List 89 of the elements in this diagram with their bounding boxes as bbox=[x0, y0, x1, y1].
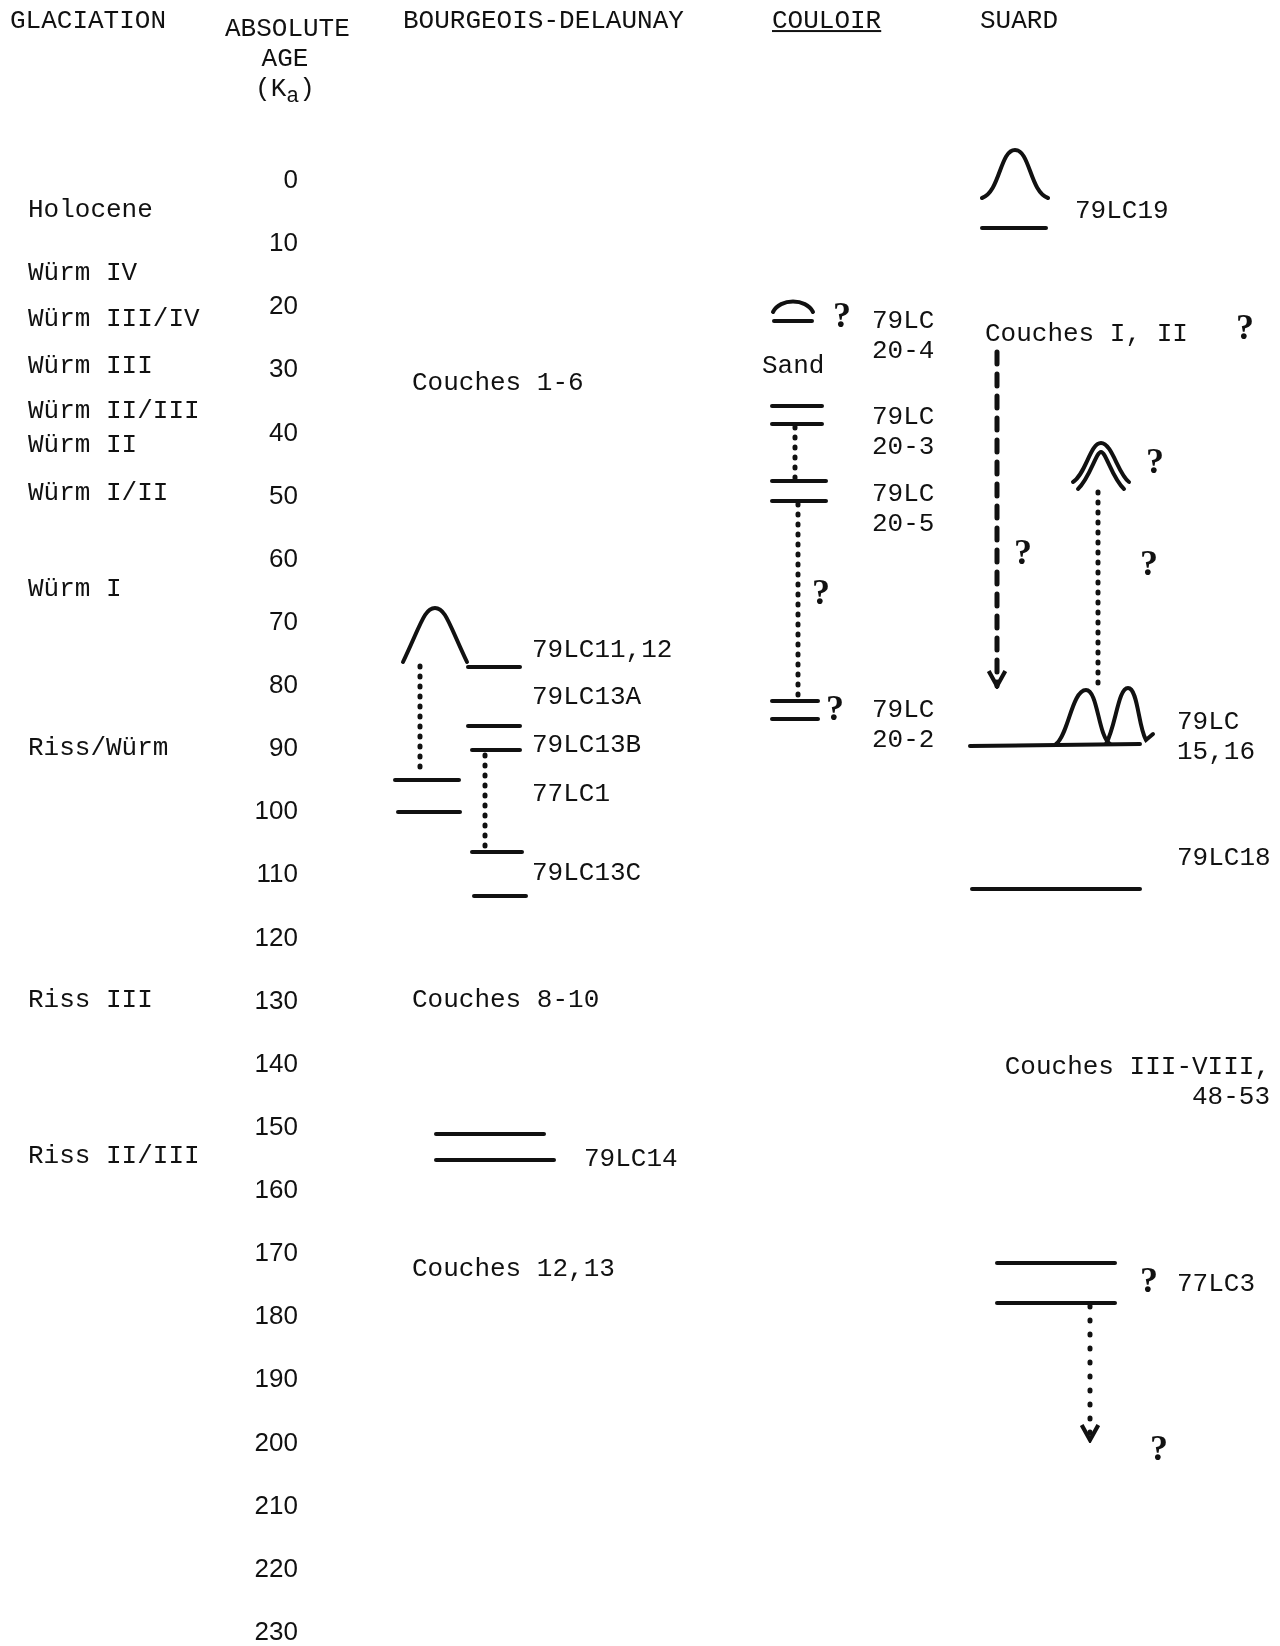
peak-curve bbox=[1070, 440, 1132, 492]
layer-label: Couches 12,13 bbox=[412, 1255, 615, 1285]
layer-label: Couches III-VIII, 48-53 bbox=[1003, 1053, 1270, 1113]
dotted-connector bbox=[792, 424, 798, 481]
age-tick-label: 110 bbox=[256, 859, 298, 890]
bar-mark bbox=[472, 891, 528, 901]
sample-code: 77LC1 bbox=[532, 780, 610, 810]
column-header: GLACIATION bbox=[10, 7, 167, 37]
peak-curve bbox=[978, 146, 1052, 232]
question-mark: ? bbox=[833, 295, 851, 337]
age-tick-label: 230 bbox=[254, 1617, 298, 1646]
peak-curve bbox=[400, 606, 470, 666]
glaciation-stage-label: Würm I/II bbox=[28, 479, 169, 509]
sample-code: 79LC13C bbox=[532, 859, 642, 889]
question-mark: ? bbox=[1140, 1260, 1158, 1302]
column-header: BOURGEOIS-DELAUNAY bbox=[403, 7, 684, 37]
glaciation-stage-label: Würm II bbox=[28, 431, 138, 461]
age-tick-label: 80 bbox=[269, 670, 298, 700]
double-bar-mark bbox=[770, 403, 824, 427]
bar-mark bbox=[466, 662, 522, 672]
dashed-arrow bbox=[1079, 1303, 1101, 1443]
double-bar-mark bbox=[770, 478, 828, 504]
age-tick-label: 220 bbox=[254, 1553, 298, 1584]
age-tick-label: 30 bbox=[269, 354, 298, 385]
question-mark: ? bbox=[1150, 1428, 1168, 1470]
age-tick-label: 200 bbox=[254, 1427, 298, 1458]
dotted-connector bbox=[482, 752, 488, 850]
sample-code: 77LC3 bbox=[1177, 1270, 1255, 1300]
double-bar-mark bbox=[995, 1260, 1117, 1306]
age-tick-label: 180 bbox=[254, 1301, 298, 1332]
glaciation-stage-label: Riss III bbox=[28, 986, 153, 1016]
bar-mark bbox=[970, 884, 1142, 894]
glaciation-stage-label: Würm IV bbox=[28, 259, 138, 289]
dashed-arrow bbox=[986, 349, 1008, 689]
bar-mark bbox=[434, 1129, 546, 1139]
sample-code: 79LC 20-5 bbox=[872, 480, 936, 540]
question-mark: ? bbox=[812, 572, 830, 614]
sample-code: 79LC19 bbox=[1075, 197, 1169, 227]
glaciation-stage-label: Würm III/IV bbox=[28, 305, 200, 335]
double-bar-mark bbox=[770, 698, 820, 722]
sample-code: 79LC13B bbox=[532, 731, 642, 761]
sample-code: 79LC 15,16 bbox=[1177, 708, 1256, 768]
bar-mark bbox=[434, 1155, 556, 1165]
age-tick-label: 10 bbox=[269, 228, 298, 259]
age-tick-label: 130 bbox=[254, 985, 298, 1016]
age-tick-label: 0 bbox=[283, 165, 298, 195]
sample-code: 79LC18 bbox=[1177, 844, 1271, 874]
age-tick-label: 70 bbox=[269, 606, 298, 637]
age-tick-label: 140 bbox=[254, 1048, 298, 1079]
age-tick-label: 50 bbox=[269, 480, 298, 511]
column-header: SUARD bbox=[980, 7, 1058, 37]
age-tick-label: 210 bbox=[254, 1490, 298, 1521]
sample-code: 79LC 20-4 bbox=[872, 307, 936, 367]
glaciation-stage-label: Riss II/III bbox=[28, 1142, 200, 1172]
sample-code: 79LC 20-3 bbox=[872, 403, 936, 463]
age-tick-label: 150 bbox=[254, 1112, 298, 1142]
bar-mark bbox=[393, 775, 461, 785]
age-tick-label: 160 bbox=[254, 1175, 298, 1205]
age-tick-label: 120 bbox=[254, 922, 298, 953]
age-tick-label: 190 bbox=[254, 1364, 298, 1395]
sample-code: 79LC13A bbox=[532, 683, 642, 713]
sample-code: 79LC11,12 bbox=[532, 636, 673, 666]
glaciation-stage-label: Riss/Würm bbox=[28, 734, 169, 764]
glaciation-stage-label: Würm I bbox=[28, 575, 122, 605]
glaciation-stage-label: Holocene bbox=[28, 196, 153, 226]
bar-mark bbox=[396, 807, 462, 817]
age-tick-label: 90 bbox=[269, 733, 298, 764]
age-tick-label: 100 bbox=[254, 796, 298, 827]
column-header: COULOIR bbox=[772, 7, 882, 37]
question-mark: ? bbox=[1236, 307, 1254, 349]
question-mark: ? bbox=[1146, 441, 1164, 483]
sample-code: 79LC14 bbox=[584, 1145, 678, 1175]
layer-label: Couches I, II bbox=[985, 316, 1217, 352]
question-mark: ? bbox=[826, 688, 844, 730]
layer-label: Couches 8-10 bbox=[412, 986, 600, 1016]
bar-mark bbox=[466, 721, 522, 731]
layer-label: Sand bbox=[762, 352, 825, 382]
age-tick-label: 20 bbox=[269, 291, 298, 322]
question-mark: ? bbox=[1140, 543, 1158, 585]
age-tick-label: 40 bbox=[269, 417, 298, 448]
age-tick-label: 60 bbox=[269, 543, 298, 574]
sample-code: 79LC 20-2 bbox=[872, 696, 936, 756]
layer-label: Couches 1-6 bbox=[412, 369, 584, 399]
bar-mark bbox=[470, 847, 524, 857]
age-tick-label: 170 bbox=[254, 1238, 298, 1269]
bar-mark bbox=[470, 745, 522, 755]
glaciation-stage-label: Würm II/III bbox=[28, 397, 200, 427]
glaciation-stage-label: Würm III bbox=[28, 352, 153, 382]
question-mark: ? bbox=[1014, 532, 1032, 574]
